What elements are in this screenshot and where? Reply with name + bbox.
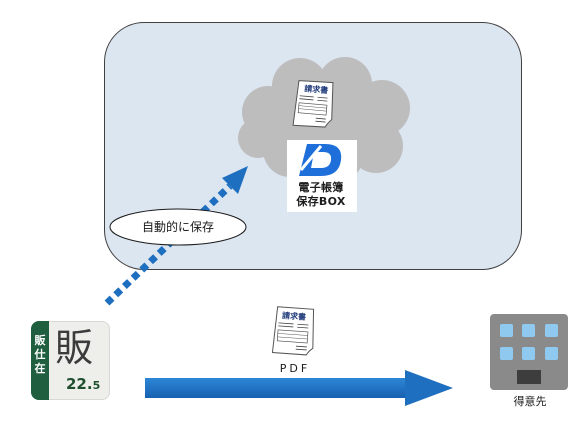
service-logo-text: 電子帳簿 保存BOX — [289, 181, 353, 209]
pdf-invoice-icon: 請求書 — [271, 306, 315, 356]
send-arrow — [145, 370, 453, 406]
band-char: 仕 — [34, 348, 46, 361]
customer-label: 得意先 — [513, 395, 547, 408]
pdf-label: PDF — [279, 362, 311, 375]
band-char: 販 — [34, 334, 46, 347]
app-icon-main-char: 販 — [55, 326, 94, 370]
speech-bubble — [109, 208, 247, 246]
auto-save-label: 自動的に保存 — [141, 220, 214, 234]
invoice-document-icon: 請求書 — [292, 80, 334, 128]
app-icon-band — [31, 321, 49, 400]
building-icon — [490, 314, 568, 390]
app-version-major: 22. — [66, 375, 93, 393]
svg-text:請求書: 請求書 — [304, 83, 329, 95]
service-logo-line1: 電子帳簿 — [298, 181, 344, 194]
app-version-minor: 5 — [92, 379, 101, 392]
sales-app-icon: 販 仕 在 販 22.5 — [31, 321, 110, 400]
d-mark-icon — [299, 144, 342, 176]
service-logo — [287, 140, 357, 212]
app-icon-band-text: 販 仕 在 — [31, 334, 49, 376]
service-logo-line2: 保存BOX — [296, 195, 346, 208]
band-char: 在 — [34, 362, 46, 375]
svg-text:請求書: 請求書 — [282, 310, 307, 322]
app-version: 22.5 — [66, 375, 100, 393]
